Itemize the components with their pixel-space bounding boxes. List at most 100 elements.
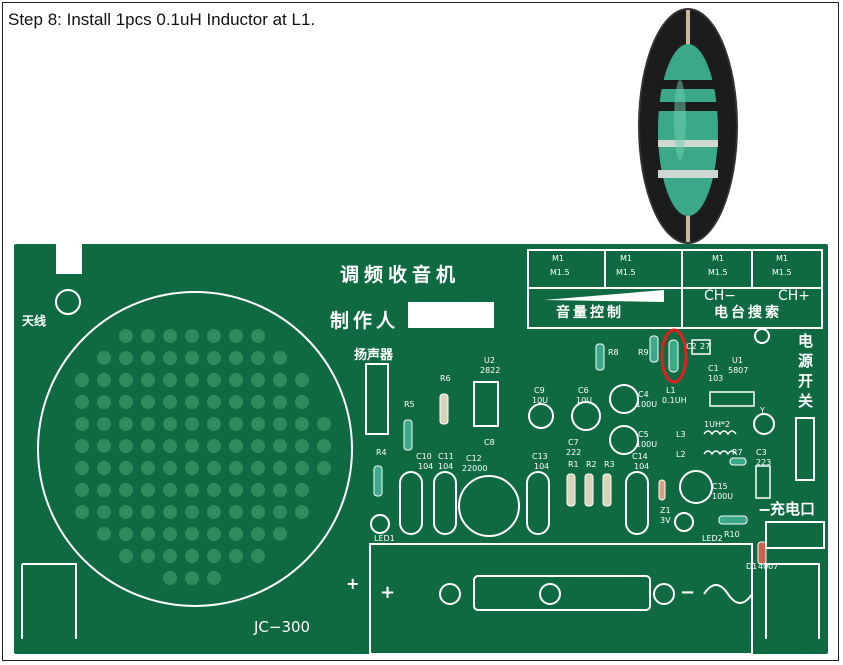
- c6-label: C6: [578, 386, 589, 395]
- speaker-hole: [273, 395, 287, 409]
- speaker-hole: [317, 461, 331, 475]
- speaker-hole: [119, 549, 133, 563]
- speaker-hole: [163, 329, 177, 343]
- antenna-pad: [55, 289, 81, 315]
- led1-label: LED1: [374, 534, 395, 543]
- c13-value: 104: [534, 462, 550, 471]
- speaker-hole: [207, 417, 221, 431]
- c5-label: C5: [638, 430, 649, 439]
- l1-highlight-ring: [660, 328, 688, 384]
- speaker-hole: [273, 417, 287, 431]
- speaker-hole: [119, 373, 133, 387]
- speaker-hole: [97, 461, 111, 475]
- speaker-hole: [163, 351, 177, 365]
- speaker-hole: [251, 351, 265, 365]
- speaker-hole: [229, 483, 243, 497]
- speaker-hole: [273, 461, 287, 475]
- speaker-hole: [75, 417, 89, 431]
- speaker-hole: [185, 549, 199, 563]
- speaker-hole: [295, 461, 309, 475]
- d1-label: D1: [746, 562, 758, 571]
- speaker-hole: [141, 329, 155, 343]
- z1-label: Z1: [660, 506, 671, 515]
- speaker-hole: [163, 571, 177, 585]
- speaker-hole: [295, 483, 309, 497]
- switch-label: M1: [620, 254, 632, 263]
- c3-label: C3: [756, 448, 767, 457]
- l1-inductor: [668, 339, 679, 373]
- speaker-hole: [97, 395, 111, 409]
- speaker-hole: [229, 527, 243, 541]
- switch-label: M1: [712, 254, 724, 263]
- speaker-hole: [229, 373, 243, 387]
- speaker-hole: [185, 373, 199, 387]
- antenna-label: 天线: [22, 314, 47, 328]
- c13-label: C13: [532, 452, 548, 461]
- speaker-hole: [229, 351, 243, 365]
- speaker-hole: [119, 417, 133, 431]
- speaker-hole: [207, 527, 221, 541]
- speaker-hole: [185, 417, 199, 431]
- led2-label: LED2: [702, 534, 723, 543]
- model-label: JC−300: [254, 618, 311, 636]
- speaker-hole: [251, 483, 265, 497]
- speaker-hole: [273, 351, 287, 365]
- speaker-hole: [207, 549, 221, 563]
- speaker-hole: [185, 571, 199, 585]
- speaker-hole: [229, 505, 243, 519]
- r1-label: R1: [568, 460, 579, 469]
- speaker-hole: [163, 439, 177, 453]
- speaker-hole: [251, 417, 265, 431]
- speaker-hole: [75, 483, 89, 497]
- speaker-hole: [317, 417, 331, 431]
- speaker-hole: [75, 505, 89, 519]
- c14-label: C14: [632, 452, 648, 461]
- speaker-hole: [141, 483, 155, 497]
- battery-outline: [473, 575, 651, 611]
- c12-label: C12: [466, 454, 482, 463]
- speaker-hole: [207, 329, 221, 343]
- speaker-hole: [185, 505, 199, 519]
- d1-value: 4007: [758, 562, 779, 571]
- speaker-hole: [163, 527, 177, 541]
- power-switch-char: 电: [798, 332, 814, 350]
- r5-label: R5: [404, 400, 415, 409]
- c3-value: 223: [756, 458, 772, 467]
- r4-label: R4: [376, 448, 387, 457]
- speaker-hole: [251, 329, 265, 343]
- crystal-label: Y: [760, 406, 765, 415]
- speaker-hole: [141, 527, 155, 541]
- speaker-hole: [185, 461, 199, 475]
- speaker-hole: [185, 351, 199, 365]
- speaker-hole: [119, 527, 133, 541]
- power-switch-char: 关: [798, 392, 814, 410]
- speaker-hole: [229, 461, 243, 475]
- l3-value: 1UH*2: [704, 420, 731, 429]
- tuning-label: 电台搜索: [714, 305, 782, 321]
- c5-value: 100U: [636, 440, 658, 449]
- u1-label: U1: [732, 356, 743, 365]
- charge-port-label: 充电口: [770, 500, 816, 518]
- r9-label: R9: [638, 348, 649, 357]
- speaker-hole: [141, 395, 155, 409]
- battery-plus-outer: +: [346, 574, 360, 593]
- speaker-hole: [251, 395, 265, 409]
- c11-value: 104: [438, 462, 454, 471]
- speaker-hole: [185, 439, 199, 453]
- speaker-hole: [141, 417, 155, 431]
- speaker-label: 扬声器: [354, 348, 394, 363]
- speaker-hole: [119, 483, 133, 497]
- maker-label: 制作人: [330, 310, 400, 332]
- speaker-hole: [251, 461, 265, 475]
- speaker-hole: [207, 373, 221, 387]
- r8-label: R8: [608, 348, 619, 357]
- c2-label: C2: [686, 342, 697, 351]
- speaker-hole: [207, 395, 221, 409]
- u1-value: 5807: [728, 366, 749, 375]
- maker-name-box: [408, 302, 494, 328]
- speaker-hole: [295, 395, 309, 409]
- speaker-hole: [141, 549, 155, 563]
- speaker-hole: [141, 461, 155, 475]
- speaker-hole: [97, 373, 111, 387]
- speaker-hole: [119, 395, 133, 409]
